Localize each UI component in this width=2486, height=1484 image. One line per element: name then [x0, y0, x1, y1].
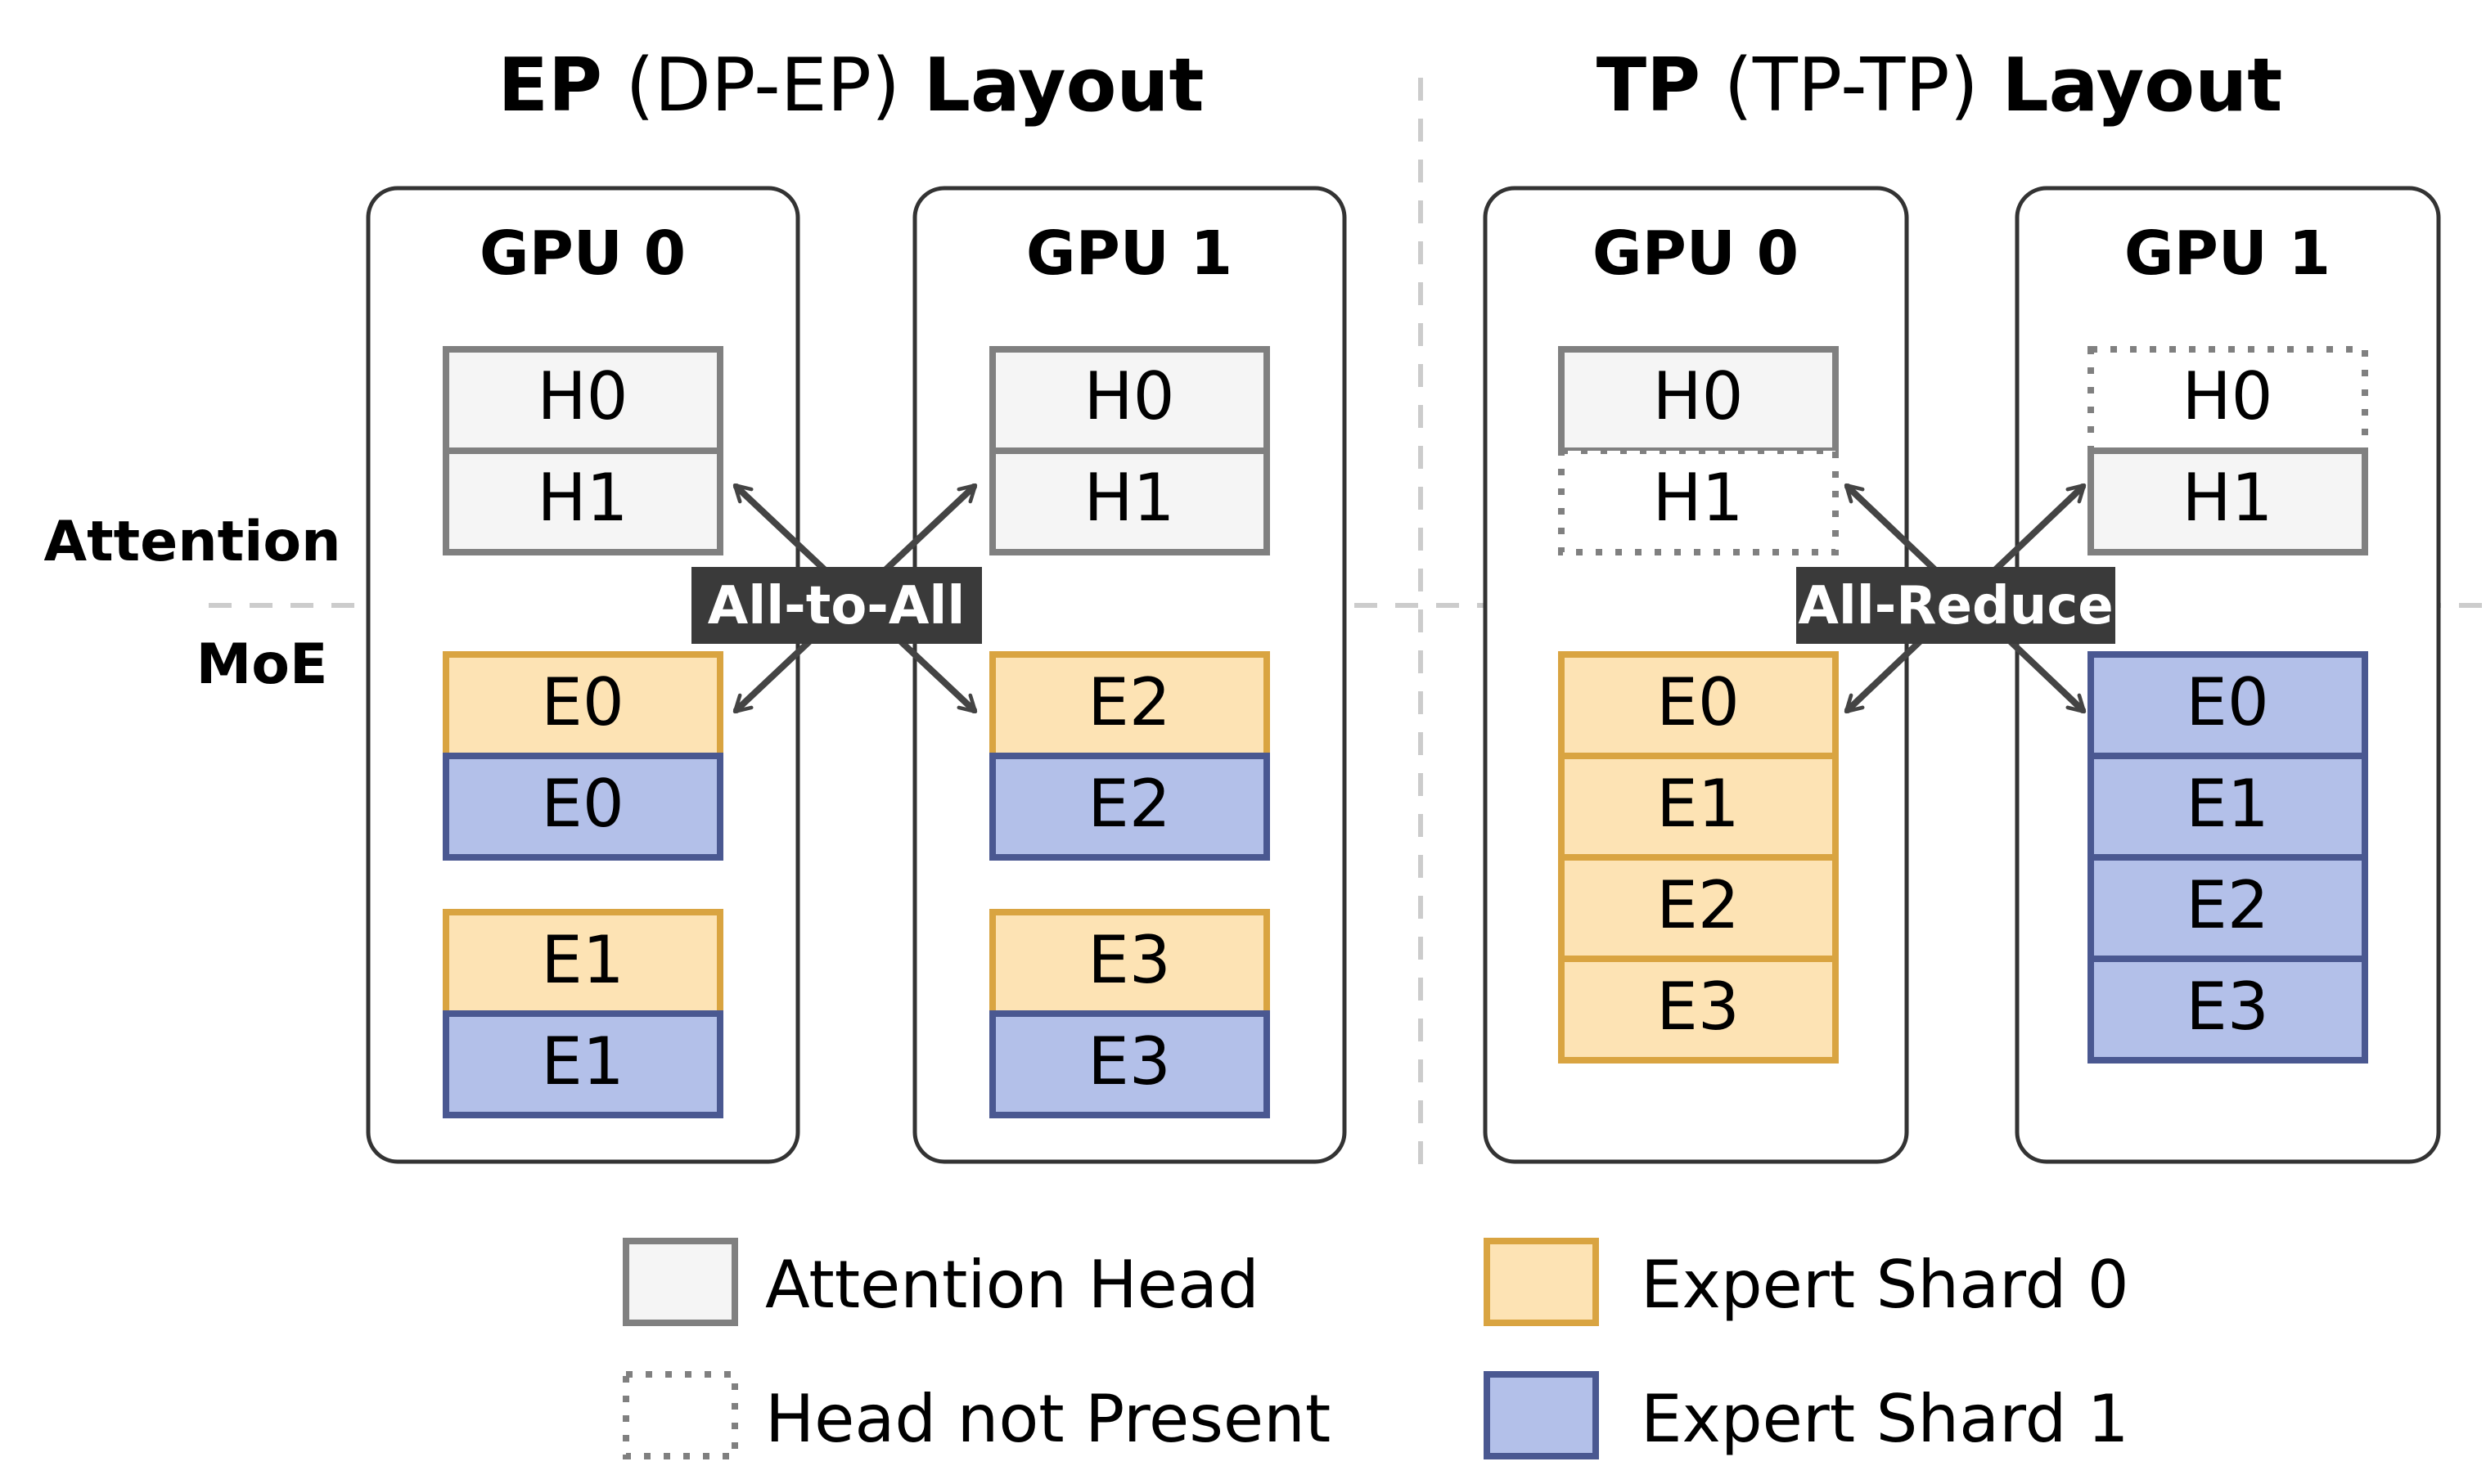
- expert-label: E1: [541, 922, 624, 998]
- ep-gpu1-expert-pair-1: E3 E3: [989, 909, 1270, 1118]
- head-label: H1: [1652, 460, 1743, 536]
- legend-swatch: [623, 1371, 738, 1459]
- head-label: H0: [2182, 358, 2272, 434]
- expert-label: E2: [2186, 867, 2268, 943]
- expert-label: E3: [1088, 922, 1170, 998]
- gpu-label: GPU 1: [2124, 218, 2331, 289]
- legend: Attention Head Head not Present Expert S…: [623, 1238, 2129, 1459]
- expert-label: E2: [1088, 664, 1170, 740]
- head-label: H0: [1652, 358, 1743, 434]
- tp-gpu1-experts: E0 E1 E2 E3: [2087, 651, 2368, 1064]
- expert-label: E0: [1656, 664, 1739, 740]
- tp-gpu0-experts: E0 E1 E2 E3: [1558, 651, 1839, 1064]
- head-label: H0: [537, 358, 628, 434]
- ep-gpu1-attention-heads: H0 H1: [989, 346, 1270, 555]
- expert-label: E3: [1656, 969, 1739, 1045]
- head-label: H1: [537, 460, 628, 536]
- tp-gpu0-attention-heads: H0 H1: [1558, 346, 1839, 555]
- head-label: H0: [1083, 358, 1174, 434]
- expert-label: E0: [2186, 664, 2268, 740]
- ep-gpu0-expert-pair-0: E0 E0: [443, 651, 723, 861]
- legend-item-head-not-present: Head not Present: [623, 1371, 1331, 1459]
- ep-comm-label: All-to-All: [691, 567, 982, 644]
- expert-label: E2: [1088, 766, 1170, 842]
- ep-layout-title: EP (DP-EP) Layout: [498, 43, 1204, 128]
- expert-label: E0: [541, 664, 624, 740]
- tp-comm-label: All-Reduce: [1796, 567, 2115, 644]
- legend-label: Expert Shard 1: [1641, 1381, 2129, 1457]
- legend-swatch: [1484, 1238, 1599, 1326]
- expert-label: E1: [1656, 766, 1739, 842]
- legend-swatch: [623, 1238, 738, 1326]
- legend-item-attention-head: Attention Head: [623, 1238, 1259, 1326]
- gpu-label: GPU 0: [480, 218, 686, 289]
- tp-layout-title: TP (TP-TP) Layout: [1597, 43, 2282, 128]
- head-label: H1: [1083, 460, 1174, 536]
- expert-label: E0: [541, 766, 624, 842]
- row-label-moe: MoE: [196, 632, 328, 697]
- row-label-attention: Attention: [43, 510, 340, 574]
- all-reduce-label: All-Reduce: [1798, 576, 2113, 636]
- gpu-label: GPU 1: [1026, 218, 1232, 289]
- legend-swatch: [1484, 1371, 1599, 1459]
- head-label: H1: [2182, 460, 2272, 536]
- expert-label: E1: [2186, 766, 2268, 842]
- legend-label: Head not Present: [765, 1381, 1331, 1457]
- ep-gpu1-expert-pair-0: E2 E2: [989, 651, 1270, 861]
- head-not-present: [1558, 447, 1839, 555]
- legend-item-expert-shard-0: Expert Shard 0: [1484, 1238, 2129, 1326]
- ep-gpu0-attention-heads: H0 H1: [443, 346, 723, 555]
- gpu-label: GPU 0: [1592, 218, 1799, 289]
- all-to-all-label: All-to-All: [708, 576, 966, 636]
- legend-label: Expert Shard 0: [1641, 1247, 2129, 1323]
- legend-label: Attention Head: [765, 1247, 1259, 1323]
- tp-gpu1-attention-heads: H0 H1: [2087, 346, 2368, 555]
- expert-label: E3: [1088, 1023, 1170, 1100]
- legend-item-expert-shard-1: Expert Shard 1: [1484, 1371, 2129, 1459]
- ep-gpu0-expert-pair-1: E1 E1: [443, 909, 723, 1118]
- expert-label: E3: [2186, 969, 2268, 1045]
- expert-label: E2: [1656, 867, 1739, 943]
- expert-label: E1: [541, 1023, 624, 1100]
